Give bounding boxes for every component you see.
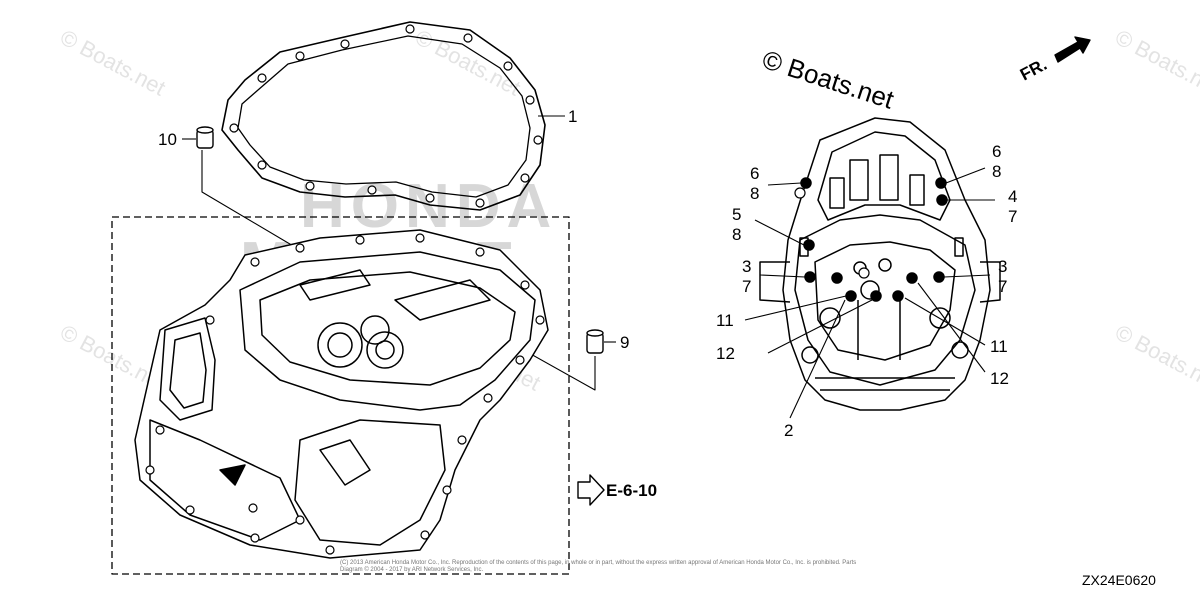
- diagram-code: ZX24E0620: [1082, 572, 1156, 588]
- callout-12-right: 12: [990, 369, 1009, 388]
- callout-11-left: 11: [716, 311, 734, 330]
- callout-5: 5: [732, 205, 742, 224]
- callout-8-left: 8: [750, 184, 760, 203]
- callout-3-left: 3: [742, 257, 752, 276]
- callout-8-right: 8: [992, 162, 1002, 181]
- copyright-notice: (C) 2013 American Honda Motor Co., Inc. …: [340, 560, 857, 573]
- callout-10: 10: [158, 130, 177, 149]
- callout-7-left: 7: [742, 277, 752, 296]
- right-view-leaders: [744, 167, 995, 419]
- dowel-part-9: [586, 329, 604, 354]
- callout-6-left: 6: [750, 164, 760, 183]
- callout-2: 2: [784, 421, 794, 440]
- callout-6-right: 6: [992, 142, 1002, 161]
- oil-case-left-view: [134, 229, 549, 559]
- leader-10: [201, 150, 301, 251]
- callout-4: 4: [1008, 187, 1018, 206]
- front-arrow: [1054, 36, 1091, 63]
- callout-11-right: 11: [990, 337, 1008, 356]
- callout-7-right: 7: [998, 277, 1008, 296]
- callout-1: 1: [568, 107, 578, 126]
- callout-9: 9: [620, 333, 630, 352]
- callout-12-left: 12: [716, 344, 735, 363]
- callout-8-mid: 8: [732, 225, 742, 244]
- dowel-part-10: [196, 126, 214, 149]
- brand-watermark-line1: HONDA: [300, 172, 558, 241]
- callout-3-right: 3: [998, 257, 1008, 276]
- reference-label: E-6-10: [606, 481, 658, 500]
- oil-case-right-view: [759, 117, 1001, 411]
- gasket-part-1: [221, 21, 546, 211]
- callout-7-top: 7: [1008, 207, 1018, 226]
- reference-arrow: [577, 474, 605, 506]
